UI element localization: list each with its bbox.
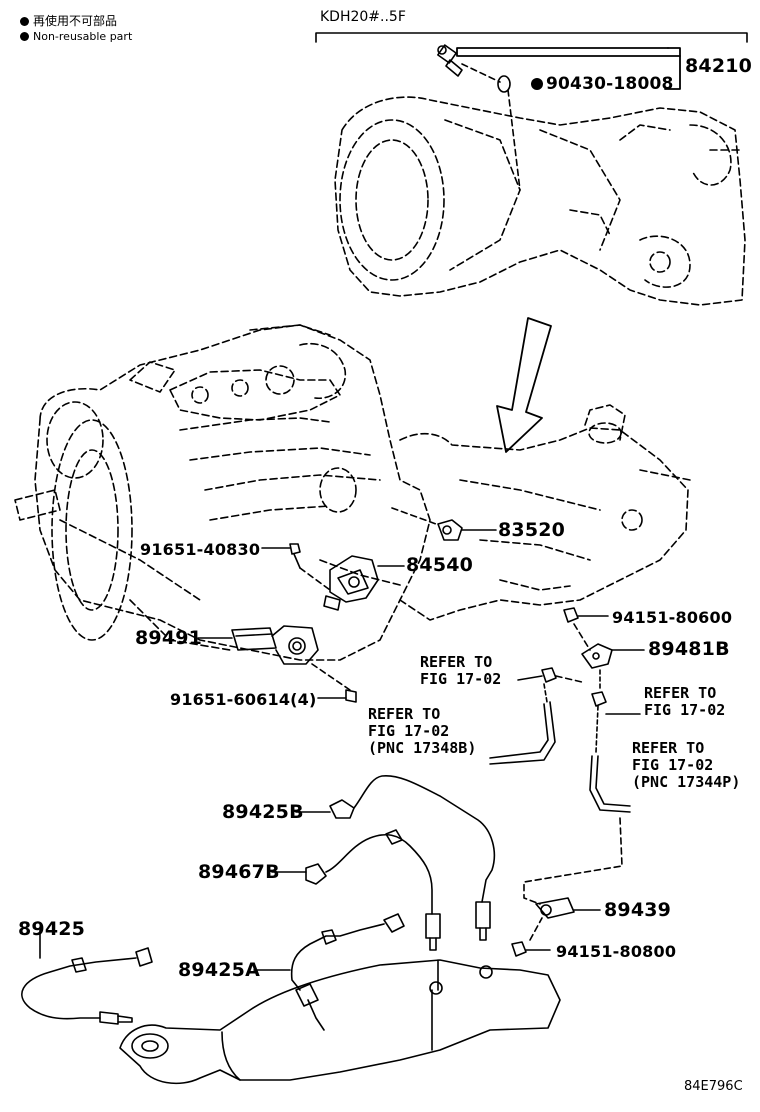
callout-91651-60614[interactable]: 91651-60614(4) bbox=[170, 690, 317, 709]
sensor-89425A bbox=[290, 913, 405, 1007]
callout-94151-80600[interactable]: 94151-80600 bbox=[612, 608, 733, 627]
non-reusable-dot-icon bbox=[20, 32, 29, 41]
callout-84540[interactable]: 84540 bbox=[406, 554, 474, 576]
refer-line: FIG 17-02 bbox=[644, 701, 726, 719]
sensor-89425 bbox=[21, 929, 153, 1025]
callout-89425A[interactable]: 89425A bbox=[178, 959, 261, 981]
refer-line: REFER TO bbox=[420, 653, 493, 671]
nut-94151-80800 bbox=[511, 941, 527, 957]
refer-note-1[interactable]: REFER TO FIG 17-02 bbox=[420, 654, 501, 688]
switch-83520 bbox=[437, 519, 463, 541]
sensor-89467B bbox=[305, 829, 441, 951]
bracket-89481B bbox=[581, 643, 613, 669]
non-reusable-dot-icon bbox=[20, 17, 29, 26]
exhaust-converter bbox=[119, 959, 561, 1085]
callout-90430-18008[interactable]: 90430-18008 bbox=[531, 74, 674, 94]
refer-line: REFER TO bbox=[632, 739, 705, 757]
nut-94151-80600 bbox=[563, 607, 579, 623]
legend: 再使用不可部品 Non-reusable part bbox=[20, 14, 132, 44]
refer-line: (PNC 17348B) bbox=[368, 739, 477, 757]
callout-89491[interactable]: 89491 bbox=[135, 627, 203, 649]
refer-line: FIG 17-02 bbox=[368, 722, 450, 740]
refer-note-4[interactable]: REFER TO FIG 17-02 (PNC 17344P) bbox=[632, 740, 740, 791]
vacuum-fitting-right bbox=[591, 691, 607, 707]
callout-84210[interactable]: 84210 bbox=[685, 55, 753, 77]
direction-arrow bbox=[496, 317, 552, 453]
legend-text-en: Non-reusable part bbox=[33, 30, 133, 43]
callout-89481B[interactable]: 89481B bbox=[648, 638, 730, 660]
gasket-90430 bbox=[497, 75, 511, 93]
transmission-upper bbox=[334, 96, 746, 306]
callout-89425[interactable]: 89425 bbox=[18, 918, 86, 940]
transmission-lower bbox=[399, 404, 691, 621]
engine-assembly bbox=[14, 324, 431, 661]
legend-line-en: Non-reusable part bbox=[20, 29, 132, 44]
refer-note-3[interactable]: REFER TO FIG 17-02 (PNC 17348B) bbox=[368, 706, 476, 757]
variant-label: KDH20#..5F bbox=[320, 9, 406, 25]
refer-line: FIG 17-02 bbox=[632, 756, 714, 774]
sensor-89491 bbox=[231, 625, 319, 665]
figure-code: 84E796C bbox=[684, 1079, 743, 1094]
refer-note-2[interactable]: REFER TO FIG 17-02 bbox=[644, 685, 725, 719]
legend-text-jp: 再使用不可部品 bbox=[33, 14, 118, 28]
refer-line: (PNC 17344P) bbox=[632, 773, 741, 791]
sensor-89425B bbox=[329, 775, 496, 941]
vacuum-hose-left bbox=[489, 701, 556, 765]
non-reusable-dot-icon bbox=[531, 78, 543, 90]
callout-91651-40830[interactable]: 91651-40830 bbox=[140, 540, 261, 559]
switch-84210 bbox=[437, 44, 463, 77]
callout-94151-80800[interactable]: 94151-80800 bbox=[556, 942, 677, 961]
legend-line-jp: 再使用不可部品 bbox=[20, 14, 132, 29]
callout-89425B[interactable]: 89425B bbox=[222, 801, 304, 823]
bracket-89439 bbox=[535, 897, 575, 919]
bolt-91651-40830 bbox=[289, 543, 301, 569]
sensor-84540 bbox=[323, 555, 379, 611]
refer-line: REFER TO bbox=[644, 684, 717, 702]
vacuum-fitting-left bbox=[541, 667, 557, 683]
callout-83520[interactable]: 83520 bbox=[498, 519, 566, 541]
refer-line: FIG 17-02 bbox=[420, 670, 502, 688]
callout-89439[interactable]: 89439 bbox=[604, 899, 672, 921]
vacuum-hose-right bbox=[589, 755, 631, 813]
callout-89467B[interactable]: 89467B bbox=[198, 861, 280, 883]
callout-90430-text: 90430-18008 bbox=[546, 74, 674, 94]
bolt-91651-60614 bbox=[345, 689, 357, 703]
variant-bracket bbox=[315, 32, 748, 43]
refer-line: REFER TO bbox=[368, 705, 441, 723]
leader-84210 bbox=[456, 47, 681, 90]
